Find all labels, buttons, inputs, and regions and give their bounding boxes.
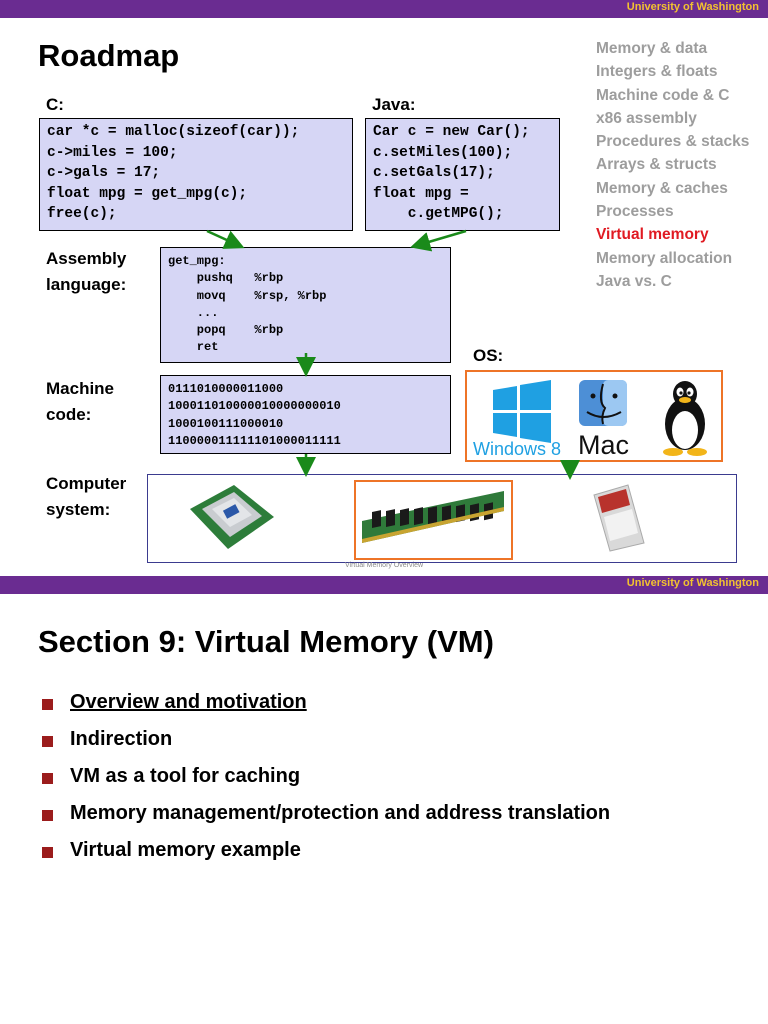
header-bar: University of Washington [0,576,768,594]
java-label: Java: [372,95,416,114]
bullet-text: Memory management/protection and address… [70,802,611,824]
mac-logo-text: Mac [578,430,629,458]
machine-label-line1: Machine [46,379,115,398]
computer-system-box [147,474,737,563]
assembly-code-line: ... [168,305,219,320]
c-code-line: car *c = malloc(sizeof(car)); [47,124,300,140]
section-title: Section 9: Virtual Memory (VM) [38,624,494,659]
bullet-square-icon [42,773,53,784]
linux-tux-logo [663,381,707,456]
arrow-c-to-assembly [206,229,245,249]
java-code-block: Car c = new Car(); c.setMiles(100); c.setG… [365,118,560,231]
roadmap-item: Machine code & C [596,86,730,104]
institution-label: University of Washington [626,1,759,13]
machine-code-line: 1000100111000010 [168,416,284,431]
c-code-line: c->gals = 17; [47,165,161,181]
machine-code-line: 100011010000010000000010 [168,399,341,414]
bullet-square-icon [42,810,53,821]
institution-label: University of Washington [626,577,759,589]
computer-label-line2: system: [46,500,111,519]
c-code-line: c->miles = 100; [47,144,178,161]
java-code-line: c.setMiles(100); [373,144,513,161]
bullet-text: VM as a tool for caching [70,765,301,787]
bullet-text: Virtual memory example [70,839,301,861]
c-code-block: car *c = malloc(sizeof(car)); c->miles = … [39,118,353,231]
slide-footer: Virtual Memory Overview [344,562,424,569]
roadmap-item: Integers & floats [596,63,718,81]
bullet-item: Indirection [42,721,610,758]
assembly-code-line: pushq %rbp [168,271,284,286]
bullet-square-icon [42,847,53,858]
assembly-label-line1: Assembly [46,249,127,268]
mac-logo: Mac [578,380,629,458]
computer-system-label: Computer system: [46,471,126,523]
assembly-code-block: get_mpg: pushq %rbp movq %rsp, %rbp ... … [160,247,451,363]
machine-code-line: 110000011111101000011111 [168,433,341,448]
roadmap-item: Arrays & structs [596,156,717,174]
assembly-code-line: popq %rbp [168,323,284,338]
machine-code-line: 0111010000011000 [168,382,284,396]
bullet-text: Indirection [70,728,173,750]
computer-label-line1: Computer [46,474,127,493]
memory-highlight-frame [354,480,513,560]
bullet-text: Overview and motivation [70,691,307,713]
windows-logo: Windows 8 [473,380,561,458]
assembly-code-line: get_mpg: [168,254,226,268]
machine-code-block: 0111010000011000 100011010000010000000010… [160,375,451,454]
slide-section-9: University of Washington Section 9: Virt… [0,576,768,1024]
machine-code-label: Machine code: [46,376,114,428]
roadmap-item: Memory & caches [596,179,728,197]
roadmap-item: Memory allocation [596,249,733,267]
roadmap-item: Procedures & stacks [596,133,750,151]
bullet-item[interactable]: Overview and motivation [42,684,610,721]
assembly-label-line2: language: [46,275,127,294]
roadmap-item: Java vs. C [596,272,672,290]
c-code-line: free(c); [47,206,117,222]
assembly-label: Assembly language: [46,246,126,298]
header-bar: University of Washington [0,0,768,18]
windows-logo-text: Windows 8 [473,439,561,458]
os-logos-box: Windows 8 Mac [465,370,723,462]
slide-roadmap: University of Washington Roadmap Memory … [0,0,768,569]
roadmap-item: Virtual memory [596,226,709,244]
bullet-item: Memory management/protection and address… [42,795,610,832]
java-code-line: c.setGals(17); [373,165,495,181]
cpu-chip-image [190,485,274,549]
roadmap-item: Memory & data [596,40,708,57]
java-code-line: Car c = new Car(); [373,124,530,140]
arrow-java-to-assembly [410,229,467,252]
java-code-line: c.getMPG(); [373,206,504,222]
assembly-code-line: ret [168,340,219,355]
c-code-line: float mpg = get_mpg(c); [47,185,248,202]
os-label: OS: [473,346,504,365]
bullet-item: VM as a tool for caching [42,758,610,795]
page-title: Roadmap [38,38,180,73]
bullet-square-icon [42,736,53,747]
roadmap-item: Processes [596,203,674,221]
java-code-line: float mpg = [373,185,469,202]
bullet-item: Virtual memory example [42,832,610,869]
ssd-drive-image [593,484,645,552]
machine-label-line2: code: [46,405,92,424]
c-label: C: [46,95,64,114]
roadmap-item: x86 assembly [596,109,697,127]
bullet-square-icon [42,699,53,710]
assembly-code-line: movq %rsp, %rbp [168,288,327,303]
ram-module-image [362,491,504,543]
